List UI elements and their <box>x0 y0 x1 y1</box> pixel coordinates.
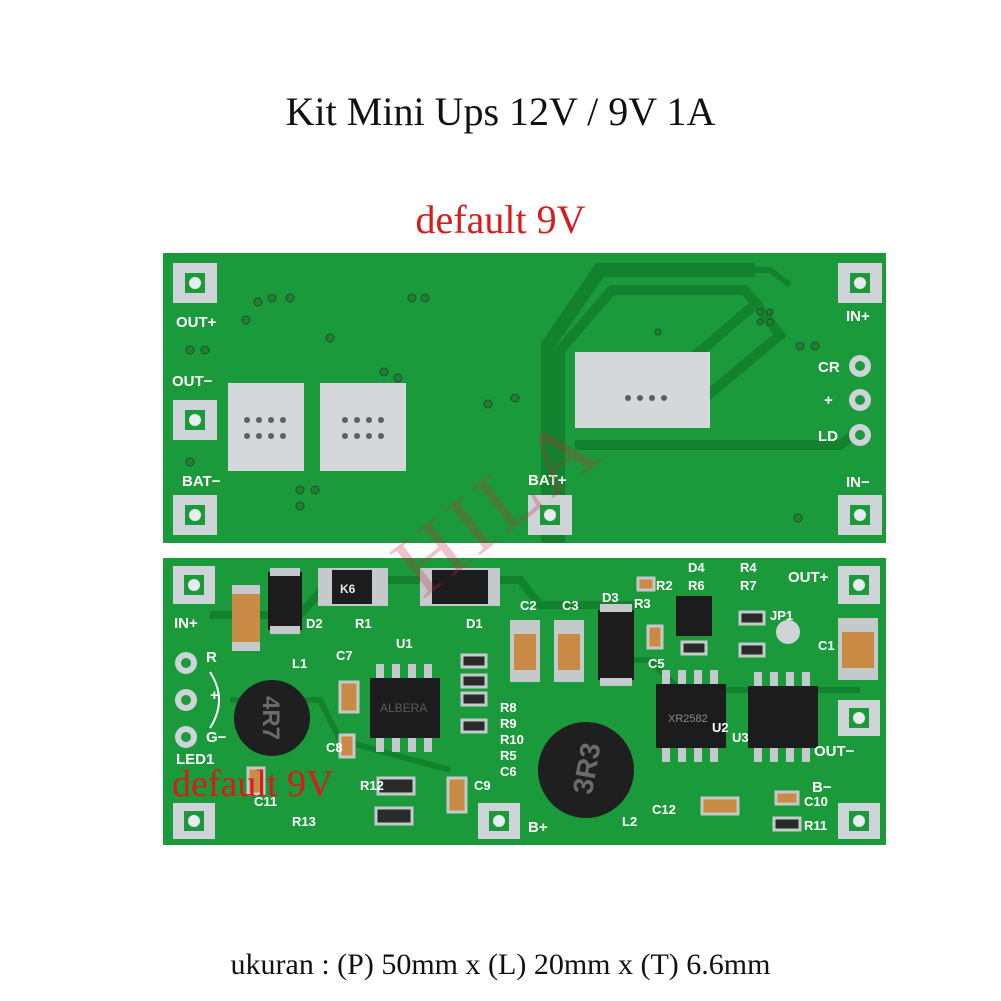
top-label-out-plus: OUT+ <box>176 314 217 331</box>
svg-text:R8: R8 <box>500 700 517 715</box>
svg-text:G−: G− <box>206 729 227 746</box>
svg-text:C7: C7 <box>336 648 353 663</box>
svg-text:+: + <box>210 687 219 704</box>
svg-text:R6: R6 <box>688 578 705 593</box>
svg-text:R: R <box>206 649 217 666</box>
svg-text:R2: R2 <box>656 578 673 593</box>
svg-text:OUT+: OUT+ <box>788 569 829 586</box>
svg-text:R4: R4 <box>740 560 757 575</box>
ic-u3 <box>748 672 818 762</box>
svg-text:C1: C1 <box>818 638 835 653</box>
svg-text:XR2582: XR2582 <box>668 713 708 725</box>
top-label-bat-plus: BAT+ <box>528 472 567 489</box>
svg-text:L2: L2 <box>622 814 637 829</box>
top-label-ld: LD <box>818 428 838 445</box>
svg-text:D3: D3 <box>602 590 619 605</box>
svg-text:OUT−: OUT− <box>814 743 855 760</box>
svg-text:C2: C2 <box>520 598 537 613</box>
svg-text:R9: R9 <box>500 716 517 731</box>
svg-text:U3: U3 <box>732 730 749 745</box>
svg-text:R3: R3 <box>634 596 651 611</box>
svg-text:ALBERA: ALBERA <box>380 701 427 715</box>
svg-text:C5: C5 <box>648 656 665 671</box>
svg-text:C10: C10 <box>804 794 828 809</box>
svg-text:D2: D2 <box>306 616 323 631</box>
inductor-4r7-mark: 4R7 <box>257 696 284 740</box>
svg-text:L1: L1 <box>292 656 307 671</box>
svg-text:C8: C8 <box>326 740 343 755</box>
svg-text:R7: R7 <box>740 578 757 593</box>
svg-text:R11: R11 <box>804 818 827 833</box>
svg-text:B+: B+ <box>528 819 548 836</box>
svg-text:IN+: IN+ <box>174 615 198 632</box>
svg-text:JP1: JP1 <box>770 608 793 623</box>
svg-text:D4: D4 <box>688 560 705 575</box>
page-title: Kit Mini Ups 12V / 9V 1A <box>285 89 716 134</box>
svg-text:LED1: LED1 <box>176 751 214 768</box>
svg-text:R12: R12 <box>360 778 384 793</box>
svg-text:K6: K6 <box>340 582 356 596</box>
svg-text:C6: C6 <box>500 764 517 779</box>
dimensions-caption: ukuran : (P) 50mm x (L) 20mm x (T) 6.6mm <box>230 948 771 981</box>
top-label-bat-minus: BAT− <box>182 473 221 490</box>
ic-u2: XR2582 <box>656 670 726 762</box>
ic-u1: ALBERA <box>370 664 440 752</box>
svg-text:R5: R5 <box>500 748 517 763</box>
top-label-plus: + <box>824 392 833 409</box>
svg-text:D1: D1 <box>466 616 483 631</box>
svg-text:C12: C12 <box>652 802 676 817</box>
svg-text:U2: U2 <box>712 720 729 735</box>
top-board: OUT+ OUT− BAT− BAT+ IN+ CR + LD IN− <box>163 253 886 543</box>
svg-text:B−: B− <box>812 779 832 796</box>
svg-text:R1: R1 <box>355 616 372 631</box>
svg-text:C9: C9 <box>474 778 491 793</box>
top-label-out-minus: OUT− <box>172 373 213 390</box>
top-label-in-plus: IN+ <box>846 308 870 325</box>
svg-text:C11: C11 <box>254 794 277 809</box>
svg-text:R10: R10 <box>500 732 524 747</box>
svg-text:R13: R13 <box>292 814 316 829</box>
top-label-in-minus: IN− <box>846 474 870 491</box>
top-label-cr: CR <box>818 359 840 376</box>
bottom-board: K6 4R7 3R3 ALBERA <box>163 558 886 845</box>
svg-text:C3: C3 <box>562 598 579 613</box>
svg-text:U1: U1 <box>396 636 413 651</box>
default-label-bottom: default 9V <box>172 763 334 805</box>
default-label-top: default 9V <box>415 197 586 242</box>
